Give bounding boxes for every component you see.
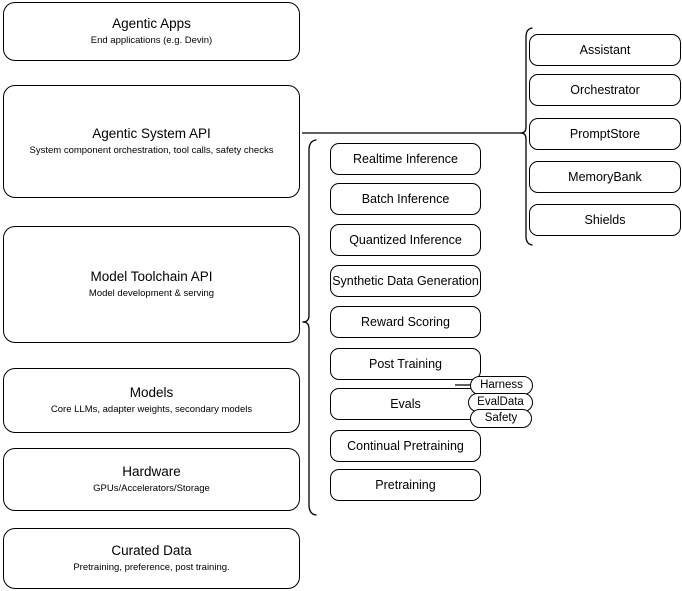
component-shields[interactable]: Shields (529, 204, 681, 236)
component-evals[interactable]: Evals (330, 388, 481, 420)
component-label: Realtime Inference (353, 151, 458, 166)
layer-title: Model Toolchain API (90, 269, 213, 284)
layer-subtitle: Pretraining, preference, post training. (73, 562, 230, 573)
layer-hardware[interactable]: Hardware GPUs/Accelerators/Storage (3, 448, 300, 511)
layer-title: Curated Data (111, 543, 192, 558)
component-label: PromptStore (569, 126, 641, 141)
component-label: Pretraining (375, 477, 436, 492)
component-label: Batch Inference (361, 191, 450, 206)
subcomponent-harness[interactable]: Harness (470, 376, 533, 395)
component-realtime-inference[interactable]: Realtime Inference (330, 143, 481, 175)
layer-title: Agentic System API (92, 126, 211, 141)
subcomponent-label: Safety (484, 412, 518, 424)
component-quantized-inference[interactable]: Quantized Inference (330, 224, 481, 256)
component-post-training[interactable]: Post Training (330, 348, 481, 380)
layer-subtitle: GPUs/Accelerators/Storage (93, 483, 210, 494)
component-orchestrator[interactable]: Orchestrator (529, 74, 681, 106)
layer-model-toolchain-api[interactable]: Model Toolchain API Model development & … (3, 226, 300, 343)
component-pretraining[interactable]: Pretraining (330, 469, 481, 501)
component-promptstore[interactable]: PromptStore (529, 118, 681, 150)
component-label: Continual Pretraining (347, 438, 464, 453)
component-label: Reward Scoring (361, 314, 450, 329)
subcomponent-label: EvalData (477, 396, 524, 408)
component-batch-inference[interactable]: Batch Inference (330, 183, 481, 215)
layer-agentic-apps[interactable]: Agentic Apps End applications (e.g. Devi… (3, 2, 300, 61)
subcomponent-safety[interactable]: Safety (470, 409, 532, 428)
layer-subtitle: End applications (e.g. Devin) (90, 35, 213, 46)
component-label: MemoryBank (568, 169, 642, 184)
layer-subtitle: Model development & serving (88, 288, 215, 299)
layer-title: Hardware (122, 464, 181, 479)
component-label: Post Training (369, 356, 442, 371)
component-label: Orchestrator (570, 82, 640, 97)
subcomponent-evaldata[interactable]: EvalData (468, 393, 533, 412)
layer-title: Agentic Apps (112, 16, 191, 31)
component-label: Synthetic Data Generation (332, 273, 479, 288)
layer-curated-data[interactable]: Curated Data Pretraining, preference, po… (3, 528, 300, 589)
subcomponent-label: Harness (480, 379, 523, 391)
component-memorybank[interactable]: MemoryBank (529, 161, 681, 193)
component-assistant[interactable]: Assistant (529, 34, 681, 66)
layer-subtitle: System component orchestration, tool cal… (29, 145, 274, 156)
layer-agentic-system-api[interactable]: Agentic System API System component orch… (3, 85, 300, 198)
component-synthetic-data-generation[interactable]: Synthetic Data Generation (330, 265, 481, 297)
layer-subtitle: Core LLMs, adapter weights, secondary mo… (50, 404, 253, 415)
component-label: Shields (584, 212, 626, 227)
component-label: Assistant (579, 42, 631, 57)
layer-models[interactable]: Models Core LLMs, adapter weights, secon… (3, 368, 300, 433)
component-reward-scoring[interactable]: Reward Scoring (330, 306, 481, 338)
component-label: Evals (390, 396, 421, 411)
component-continual-pretraining[interactable]: Continual Pretraining (330, 430, 481, 462)
layer-title: Models (129, 385, 174, 400)
component-label: Quantized Inference (349, 232, 462, 247)
